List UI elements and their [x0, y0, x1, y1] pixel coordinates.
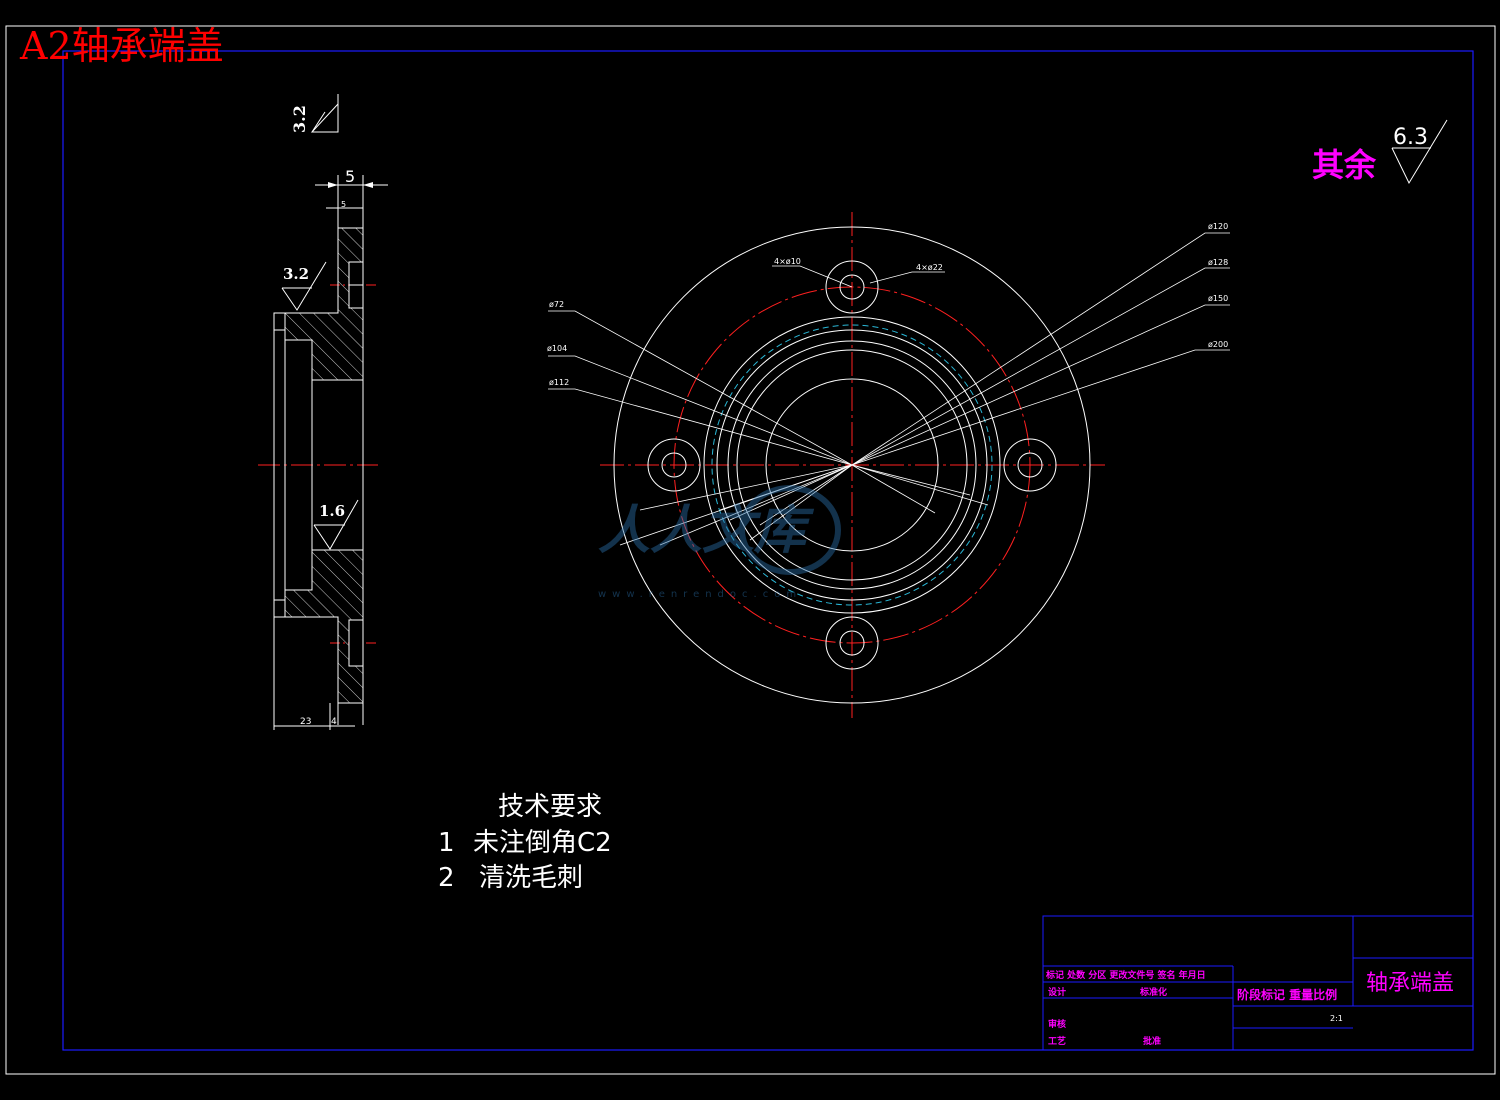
dim-top-width: 5: [345, 167, 355, 186]
front-view: [548, 212, 1230, 718]
drawing-title: A2轴承端盖: [19, 24, 224, 68]
leader-bolt-hole: [772, 265, 853, 288]
roughness-low-symbol: [313, 499, 359, 550]
roughness-low-value: 1.6: [319, 502, 345, 520]
title-block-standardize: 标准化: [1139, 986, 1167, 998]
label-d128: ø128: [1208, 258, 1228, 267]
dim-bottom-right: 4: [331, 717, 337, 727]
title-block-stage-row: 阶段标记 重量比例: [1237, 987, 1337, 1002]
roughness-top-value: 3.2: [290, 105, 309, 133]
watermark-text: 人人文库: [598, 501, 815, 561]
circle-d72: [765, 378, 939, 552]
label-d120: ø120: [1208, 222, 1228, 231]
title-block-design: 设计: [1048, 986, 1066, 998]
roughness-mid-value: 3.2: [283, 265, 309, 283]
label-d200: ø200: [1208, 340, 1228, 349]
bolt-hole-right: [1003, 438, 1057, 492]
label-d72: ø72: [549, 300, 564, 309]
tech-item-1-text: 未注倒角C2: [473, 828, 612, 858]
section-view: [258, 94, 388, 730]
bolt-hole-top: [825, 260, 879, 314]
tech-item-2-num: 2: [438, 863, 455, 893]
leaders-right: [719, 232, 1230, 541]
circle-d120-hidden: [711, 324, 993, 606]
roughness-top-symbol: [310, 94, 339, 133]
title-block-header-row: 标记 处数 分区 更改文件号 签名 年月日: [1045, 969, 1206, 981]
circle-d120: [716, 329, 988, 601]
inner-frame: [62, 50, 1474, 1051]
title-block-approve: 批准: [1143, 1035, 1161, 1047]
title-block-process: 工艺: [1048, 1035, 1066, 1047]
watermark-url: www.renrendoc.com: [598, 589, 802, 600]
rest-roughness-symbol: [1391, 119, 1448, 185]
leaders-left: [548, 310, 989, 546]
label-d112: ø112: [549, 378, 569, 387]
dim-bottom-left: 23: [300, 717, 311, 727]
title-block-part-name: 轴承端盖: [1366, 971, 1454, 996]
bolt-hole-bottom: [825, 616, 879, 670]
watermark: 人人文库 www.renrendoc.com: [598, 485, 841, 600]
circle-d200: [613, 226, 1091, 704]
circle-d112: [727, 340, 977, 590]
outer-border: [5, 25, 1496, 1075]
bolt-hole-left: [647, 438, 701, 492]
section-outline: [273, 205, 339, 725]
rest-roughness-value: 6.3: [1393, 125, 1428, 150]
leader-counterbore: [869, 271, 945, 284]
tech-heading: 技术要求: [498, 792, 602, 822]
dim-small-width: 5: [341, 200, 346, 209]
title-block: [1042, 915, 1474, 1051]
circle-d104: [736, 349, 968, 581]
roughness-mid-symbol: [281, 261, 327, 311]
rest-roughness-label: 其余: [1312, 146, 1377, 184]
tech-item-2-text: 清洗毛刺: [479, 863, 583, 893]
label-bolt-hole: 4×ø10: [774, 257, 801, 266]
title-block-scale: 2:1: [1330, 1014, 1343, 1023]
label-d104: ø104: [547, 344, 567, 353]
label-counterbore: 4×ø22: [916, 263, 943, 272]
tech-item-1-num: 1: [438, 828, 455, 858]
label-d150: ø150: [1208, 294, 1228, 303]
section-lower-hole: [348, 619, 364, 667]
circle-d128: [703, 316, 1001, 614]
title-block-review: 审核: [1048, 1018, 1066, 1030]
